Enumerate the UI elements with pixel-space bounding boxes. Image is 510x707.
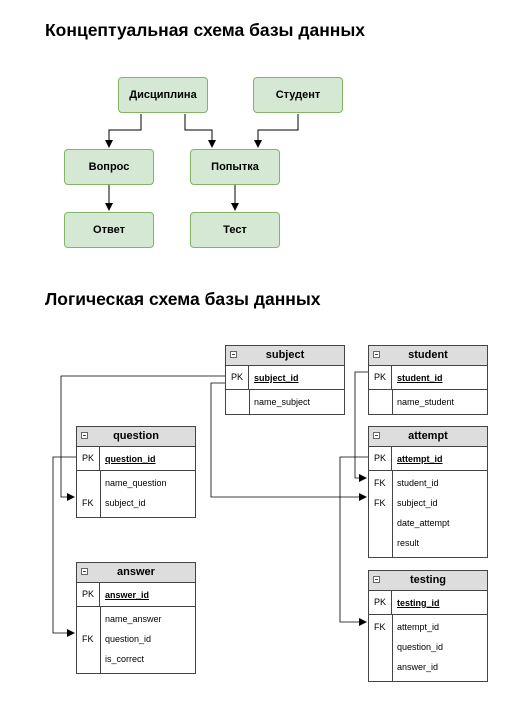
field: name_answer xyxy=(105,614,162,624)
field: name_student xyxy=(397,397,455,407)
collapse-icon[interactable] xyxy=(230,351,237,358)
field: result xyxy=(397,538,420,548)
table-student-header: student xyxy=(369,346,487,366)
entity-test: Тест xyxy=(190,212,280,248)
field: student_id xyxy=(397,478,439,488)
edge-student-attempt xyxy=(254,114,299,148)
rel-attempt-testing xyxy=(339,456,368,626)
entity-discipline: Дисциплина xyxy=(118,77,208,113)
entity-answer: Ответ xyxy=(64,212,154,248)
field: is_correct xyxy=(105,654,145,664)
entity-attempt: Попытка xyxy=(190,149,280,185)
rel-subject-attempt xyxy=(210,382,367,501)
collapse-icon[interactable] xyxy=(81,568,88,575)
collapse-icon[interactable] xyxy=(373,432,380,439)
conceptual-schema-title: Концептуальная схема базы данных xyxy=(45,20,366,40)
field: date_attempt xyxy=(397,518,450,528)
rel-question-answer xyxy=(52,456,76,637)
field: name_subject xyxy=(254,397,311,407)
edge-discipline-attempt xyxy=(184,114,216,148)
rel-subject-question xyxy=(60,375,225,501)
rel-student-attempt xyxy=(354,371,368,482)
table-testing-header: testing xyxy=(369,571,487,591)
table-question-header: question xyxy=(77,427,195,447)
logical-schema-title: Логическая схема базы данных xyxy=(45,289,321,309)
table-subject-header: subject xyxy=(226,346,344,366)
field: question_id xyxy=(397,642,444,652)
collapse-icon[interactable] xyxy=(373,576,380,583)
collapse-icon[interactable] xyxy=(81,432,88,439)
table-attempt-header: attempt xyxy=(369,427,487,447)
entity-question: Вопрос xyxy=(64,149,154,185)
table-answer-header: answer xyxy=(77,563,195,583)
entity-student: Студент xyxy=(253,77,343,113)
collapse-icon[interactable] xyxy=(373,351,380,358)
field: subject_id xyxy=(105,498,146,508)
field: name_question xyxy=(105,478,167,488)
edge-discipline-question xyxy=(105,114,142,148)
field: subject_id xyxy=(397,498,438,508)
field: question_id xyxy=(105,634,152,644)
field: answer_id xyxy=(397,662,439,672)
field: attempt_id xyxy=(397,622,440,632)
